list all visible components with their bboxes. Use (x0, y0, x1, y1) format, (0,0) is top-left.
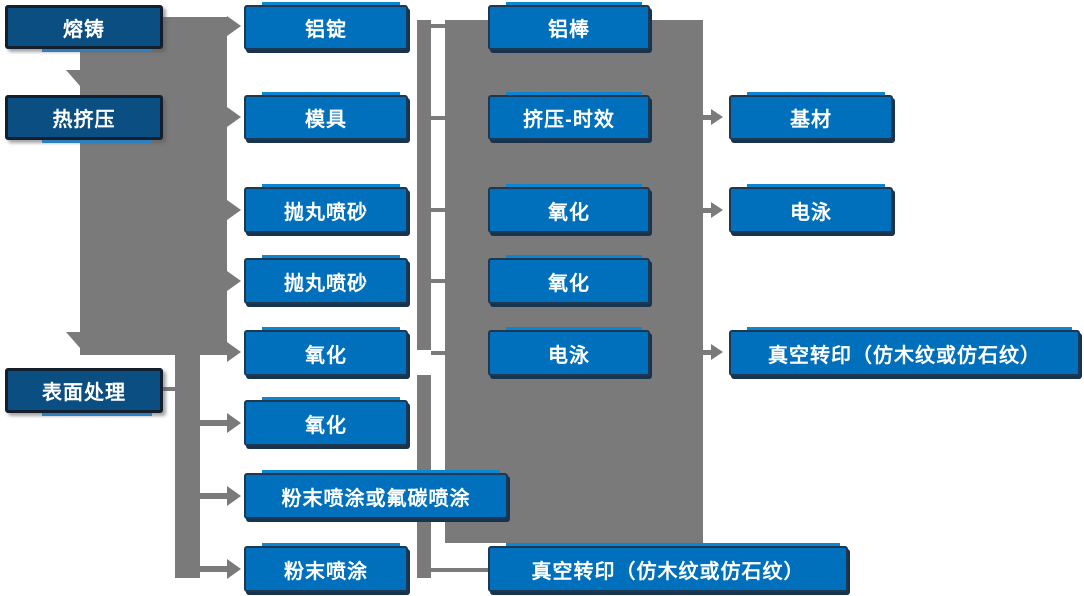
connector-bar-middle-upper (417, 20, 431, 350)
connector-line (431, 568, 490, 572)
arrow-right-icon (227, 16, 241, 36)
node-powder-or-fluorocarbon-coating: 粉末喷涂或氟碳喷涂 (244, 470, 508, 519)
node-shot-blasting-2: 抛丸喷砂 (244, 255, 408, 304)
connector-line (162, 387, 178, 391)
connector-line (431, 208, 447, 212)
node-surface-treatment: 表面处理 (5, 368, 163, 416)
arrow-right-icon (711, 202, 723, 218)
arrow-right-icon (227, 342, 241, 362)
node-powder-coating: 粉末喷涂 (244, 543, 408, 592)
arrow-right-icon (711, 344, 723, 360)
node-oxidation-3: 氧化 (488, 184, 650, 233)
arrow-right-icon (227, 486, 241, 506)
node-vacuum-transfer-print-bottom: 真空转印（仿木纹或仿石纹） (488, 543, 848, 592)
node-aluminum-ingot: 铝锭 (244, 2, 408, 50)
arrow-right-icon (711, 109, 723, 125)
node-oxidation-4: 氧化 (488, 255, 650, 304)
connector-line (200, 566, 227, 572)
node-extrusion-aging: 挤压-时效 (488, 92, 650, 140)
node-shot-blasting-1: 抛丸喷砂 (244, 184, 408, 233)
connector-line (200, 420, 227, 426)
connector-line (431, 24, 447, 28)
node-oxidation-1: 氧化 (244, 327, 408, 376)
node-mold: 模具 (244, 92, 408, 140)
node-melting-casting: 熔铸 (5, 5, 163, 52)
node-hot-extrusion: 热挤压 (5, 95, 163, 143)
node-base-material: 基材 (729, 92, 893, 140)
connector-line (703, 208, 712, 213)
connector-line (703, 350, 712, 355)
connector-line (431, 279, 447, 283)
node-electrophoresis-2: 电泳 (729, 184, 893, 233)
connector-band-left-lower (175, 350, 200, 578)
connector-line (703, 115, 712, 120)
node-oxidation-2: 氧化 (244, 397, 408, 446)
arrow-right-icon (227, 107, 241, 127)
node-vacuum-transfer-print-right: 真空转印（仿木纹或仿石纹） (729, 327, 1080, 376)
connector-line (200, 493, 227, 499)
arrow-right-icon (227, 271, 241, 291)
arrow-right-icon (227, 413, 241, 433)
arrow-right-icon (227, 559, 241, 579)
arrow-down-icon (66, 70, 94, 86)
arrow-down-icon (66, 332, 94, 348)
connector-line (431, 116, 447, 120)
connector-band-left (80, 17, 227, 355)
connector-line (431, 351, 447, 355)
node-aluminum-rod: 铝棒 (488, 2, 650, 50)
arrow-right-icon (227, 200, 241, 220)
node-electrophoresis-1: 电泳 (488, 327, 650, 376)
